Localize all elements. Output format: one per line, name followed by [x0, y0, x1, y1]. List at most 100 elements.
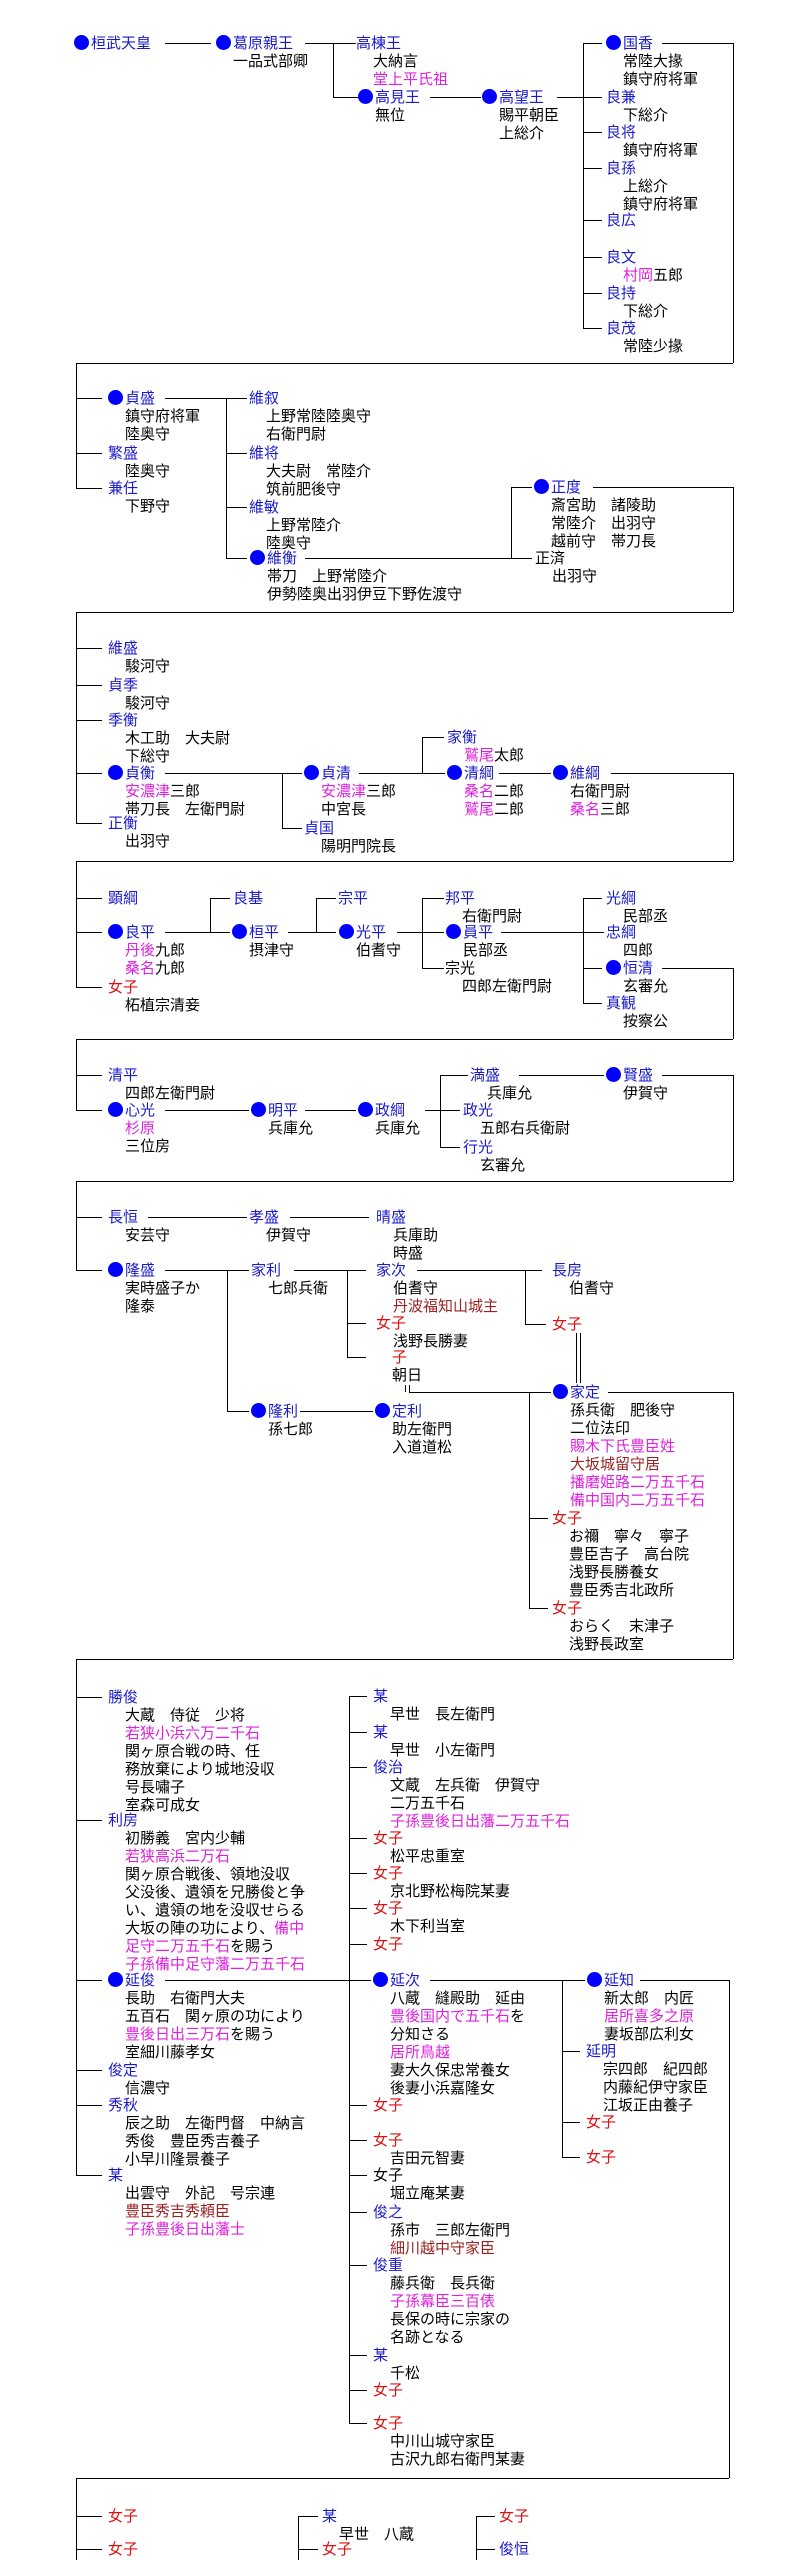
person-name[interactable]: 良基	[233, 889, 266, 907]
person-node[interactable]: 女子木下利当室	[373, 1899, 465, 1935]
person-name[interactable]: 繁盛	[108, 444, 141, 462]
person-node[interactable]: 晴盛兵庫助時盛	[376, 1208, 438, 1262]
person-name[interactable]: 維将	[249, 444, 282, 462]
person-name[interactable]: 某	[322, 2507, 340, 2525]
person-name[interactable]: 某	[373, 2346, 391, 2364]
person-node[interactable]: 良持下総介	[606, 284, 668, 320]
person-name[interactable]: 恒清	[623, 959, 656, 977]
person-node[interactable]: 女子京北野松梅院某妻	[373, 1864, 510, 1900]
person-name[interactable]: 良文	[606, 248, 639, 266]
person-name[interactable]: 女子	[108, 2540, 141, 2558]
person-node[interactable]: 宗平	[338, 889, 371, 907]
person-node[interactable]: 桓武天皇	[74, 34, 154, 52]
person-name[interactable]: 明平	[268, 1101, 301, 1119]
person-name[interactable]: 兼任	[108, 479, 141, 497]
person-name[interactable]: 女子	[373, 2096, 406, 2114]
person-node[interactable]: 女子	[108, 2540, 141, 2558]
person-name[interactable]: 良将	[606, 123, 639, 141]
person-node[interactable]: 政光五郎右兵衛尉	[463, 1101, 570, 1137]
person-name[interactable]: 高棟王	[356, 34, 404, 52]
person-node[interactable]: 貞清安濃津三郎中宮長	[304, 764, 396, 818]
person-node[interactable]: 女子	[373, 2381, 406, 2399]
person-node[interactable]: 女子浅野長勝妻	[376, 1314, 468, 1350]
person-name[interactable]: 女子	[373, 2166, 406, 2184]
person-name[interactable]: 俊之	[373, 2203, 406, 2221]
person-node[interactable]: 家定孫兵衛 肥後守二位法印賜木下氏豊臣姓大坂城留守居播磨姫路二万五千石備中国内二…	[553, 1383, 705, 1509]
person-node[interactable]: 良基	[233, 889, 266, 907]
person-name[interactable]: 貞季	[108, 676, 141, 694]
person-name[interactable]: 良広	[606, 211, 639, 229]
person-name[interactable]: 良孫	[606, 159, 639, 177]
person-name[interactable]: 国香	[623, 34, 656, 52]
person-node[interactable]: 高望王賜平朝臣上総介	[482, 88, 559, 142]
person-node[interactable]: 隆利孫七郎	[251, 1402, 313, 1438]
person-name[interactable]: 長恒	[108, 1208, 141, 1226]
person-node[interactable]: 恒清玄審允	[606, 959, 668, 995]
person-name[interactable]: 子	[375, 1348, 410, 1366]
person-node[interactable]: 正済出羽守	[535, 549, 597, 585]
person-node[interactable]: 女子	[322, 2540, 355, 2558]
person-name[interactable]: 家定	[570, 1383, 603, 1401]
person-name[interactable]: 女子	[373, 2381, 406, 2399]
person-node[interactable]: 良将鎮守府将軍	[606, 123, 698, 159]
person-node[interactable]: 長恒安芸守	[108, 1208, 170, 1244]
person-name[interactable]: 真観	[606, 994, 639, 1012]
person-name[interactable]: 女子	[373, 1935, 406, 1953]
person-name[interactable]: 貞国	[304, 819, 337, 837]
person-name[interactable]: 桓平	[249, 923, 282, 941]
person-name[interactable]: 隆盛	[125, 1261, 158, 1279]
person-name[interactable]: 女子	[373, 2414, 406, 2432]
person-node[interactable]: 宗光四郎左衛門尉	[445, 959, 552, 995]
person-name[interactable]: 貞衡	[125, 764, 158, 782]
person-node[interactable]: 光平伯耆守	[339, 923, 401, 959]
person-node[interactable]: 良広	[606, 211, 639, 229]
person-name[interactable]: 心光	[125, 1101, 158, 1119]
person-node[interactable]: 邦平右衛門尉	[445, 889, 522, 925]
person-name[interactable]: 光平	[356, 923, 389, 941]
person-node[interactable]: 延明宗四郎 紀四郎内藤紀伊守家臣江坂正由養子	[586, 2042, 708, 2114]
person-name[interactable]: 維衡	[267, 549, 300, 567]
person-name[interactable]: 葛原親王	[233, 34, 296, 52]
person-name[interactable]: 女子	[552, 1315, 585, 1333]
person-node[interactable]: 国香常陸大掾鎮守府将軍	[606, 34, 698, 88]
person-node[interactable]: 良文村岡五郎	[606, 248, 683, 284]
person-node[interactable]: 高棟王大納言堂上平氏祖	[356, 34, 448, 88]
person-node[interactable]: 貞衡安濃津三郎帯刀長 左衛門尉	[108, 764, 245, 818]
person-node[interactable]: 政綱兵庫允	[358, 1101, 420, 1137]
person-node[interactable]: 某早世 八蔵	[322, 2507, 414, 2543]
person-node[interactable]: 良孫上総介鎮守府将軍	[606, 159, 698, 213]
person-name[interactable]: 定利	[392, 1402, 425, 1420]
person-name[interactable]: 延明	[586, 2042, 619, 2060]
person-name[interactable]: 女子	[586, 2148, 619, 2166]
person-name[interactable]: 高望王	[499, 88, 547, 106]
person-name[interactable]: 某	[108, 2166, 126, 2184]
person-node[interactable]: 俊重藤兵衛 長兵衛子孫幕臣三百俵長保の時に宗家の名跡となる	[373, 2256, 510, 2346]
person-node[interactable]: 某早世 小左衛門	[373, 1723, 495, 1759]
person-node[interactable]: 延次八蔵 縫殿助 延由豊後国内で五千石を分知さる居所鳥越妻大久保忠常養女後妻小浜…	[373, 1971, 525, 2097]
person-node[interactable]: 忠綱四郎	[606, 923, 653, 959]
person-node[interactable]: 明平兵庫允	[251, 1101, 313, 1137]
person-name[interactable]: 女子	[373, 2131, 406, 2149]
person-node[interactable]: 良兼下総介	[606, 88, 668, 124]
person-node[interactable]: 貞国陽明門院長	[304, 819, 396, 855]
person-name[interactable]: 宗光	[445, 959, 478, 977]
person-node[interactable]: 女子	[586, 2148, 619, 2166]
person-node[interactable]: 子朝日	[375, 1348, 422, 1384]
person-node[interactable]: 女子おらく 末津子浅野長政室	[552, 1599, 674, 1653]
person-name[interactable]: 延次	[390, 1971, 423, 1989]
person-name[interactable]: 女子	[322, 2540, 355, 2558]
person-node[interactable]: 俊之孫市 三郎左衛門細川越中守家臣	[373, 2203, 510, 2257]
person-name[interactable]: 某	[373, 1723, 391, 1741]
person-node[interactable]: 秀秋辰之助 左衛門督 中納言秀俊 豊臣秀吉養子小早川隆景養子	[108, 2096, 305, 2168]
person-node[interactable]: 貞盛鎮守府将軍陸奥守	[108, 389, 200, 443]
person-node[interactable]: 維盛駿河守	[108, 639, 170, 675]
person-name[interactable]: 晴盛	[376, 1208, 409, 1226]
person-name[interactable]: 俊恒	[499, 2540, 532, 2558]
person-name[interactable]: 正済	[535, 549, 568, 567]
person-node[interactable]: 清綱桑名二郎鷲尾二郎	[447, 764, 524, 818]
person-node[interactable]: 延俊長助 右衛門大夫五百石 関ヶ原の功により豊後日出三万石を賜う室細川藤孝女	[108, 1971, 305, 2061]
person-node[interactable]: 長房伯耆守	[552, 1261, 614, 1297]
person-name[interactable]: 女子	[586, 2113, 619, 2131]
person-name[interactable]: 賢盛	[623, 1066, 656, 1084]
person-node[interactable]: 女子吉田元智妻	[373, 2131, 465, 2167]
